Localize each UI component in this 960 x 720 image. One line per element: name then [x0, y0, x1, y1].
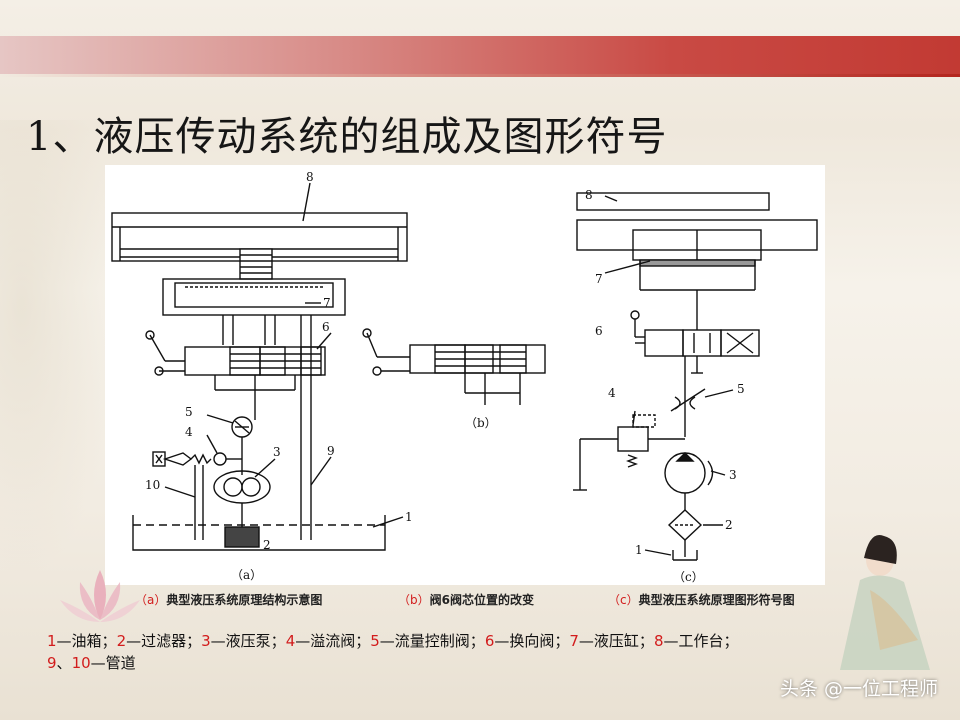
label-a-10: 10 [145, 478, 160, 492]
page-title: 1、液压传动系统的组成及图形符号 [26, 114, 668, 160]
hydraulic-diagram-panel: 8 7 6 5 4 3 9 10 1 2 （a） （b） 8 7 6 4 5 3… [105, 165, 825, 585]
legend-text: —换向阀； [494, 632, 570, 650]
background-cloud [0, 120, 120, 580]
legend-line-1: 1—油箱；2—过滤器；3—液压泵；4—溢流阀；5—流量控制阀；6—换向阀；7—液… [47, 630, 927, 652]
label-c-4: 4 [608, 386, 616, 400]
component-legend: 1—油箱；2—过滤器；3—液压泵；4—溢流阀；5—流量控制阀；6—换向阀；7—液… [47, 630, 927, 674]
legend-num: 4 [285, 632, 296, 650]
header-rule [0, 74, 960, 77]
label-a-1: 1 [405, 510, 413, 524]
reversing-valve-c [644, 329, 684, 357]
legend-text: —流量控制阀； [379, 632, 485, 650]
label-a-4: 4 [185, 425, 193, 439]
legend-num: 9 [47, 654, 57, 672]
oil-tank-a [132, 515, 386, 551]
label-c-7: 7 [595, 272, 603, 286]
legend-text: —过滤器； [126, 632, 202, 650]
legend-text: —工作台； [663, 632, 739, 650]
label-a-5: 5 [185, 405, 193, 419]
worktable-c [576, 192, 770, 211]
lotus-decoration [60, 570, 140, 622]
label-a-3: 3 [273, 445, 281, 459]
label-c-1: 1 [635, 543, 643, 557]
caption-a: （a）典型液压系统原理结构示意图 [135, 591, 322, 608]
legend-num: 8 [653, 632, 664, 650]
hydraulic-diagram: 8 7 6 5 4 3 9 10 1 2 （a） （b） 8 7 6 4 5 3… [111, 170, 818, 584]
subfigure-a-label: （a） [231, 568, 262, 582]
label-c-2: 2 [725, 518, 733, 532]
subfigure-c-label: （c） [673, 570, 704, 584]
legend-text: 、 [56, 654, 72, 672]
filter-a [224, 526, 260, 548]
caption-a-prefix: （a） [135, 593, 167, 607]
watermark: 头条 @一位工程师 [779, 678, 938, 700]
caption-b: （b）阀6阀芯位置的改变 [398, 591, 534, 608]
legend-num: 2 [116, 632, 127, 650]
label-a-6: 6 [322, 320, 330, 334]
caption-c-text: 典型液压系统原理图形符号图 [638, 593, 795, 607]
legend-num: 1 [47, 632, 57, 650]
legend-num: 5 [370, 632, 380, 650]
subfigure-b-label: （b） [465, 416, 497, 430]
caption-b-text: 阀6阀芯位置的改变 [429, 593, 534, 607]
legend-text: —液压泵； [210, 632, 286, 650]
lady-figure-decoration [840, 534, 930, 670]
legend-num: 6 [484, 632, 495, 650]
label-a-2: 2 [263, 538, 271, 552]
label-a-7: 7 [323, 296, 331, 310]
caption-b-prefix: （b） [398, 593, 430, 607]
cylinder-a [162, 278, 346, 316]
legend-text: —液压缸； [578, 632, 654, 650]
legend-text: —溢流阀； [295, 632, 371, 650]
header-band [0, 36, 960, 74]
label-a-8: 8 [306, 170, 314, 184]
caption-c: （c）典型液压系统原理图形符号图 [608, 591, 795, 608]
label-c-3: 3 [729, 468, 737, 482]
legend-text: —油箱； [56, 632, 117, 650]
legend-text: —管道 [90, 654, 136, 672]
legend-num: 3 [201, 632, 211, 650]
legend-line-2: 9、10—管道 [47, 652, 927, 674]
label-a-9: 9 [327, 444, 335, 458]
legend-num: 10 [71, 654, 91, 672]
relief-valve-c [617, 426, 649, 452]
label-c-6: 6 [595, 324, 603, 338]
caption-c-prefix: （c） [608, 593, 639, 607]
relief-valve-a [162, 452, 193, 466]
label-c-8: 8 [585, 188, 593, 202]
caption-a-text: 典型液压系统原理结构示意图 [166, 593, 323, 607]
legend-num: 7 [569, 632, 579, 650]
label-c-5: 5 [737, 382, 745, 396]
